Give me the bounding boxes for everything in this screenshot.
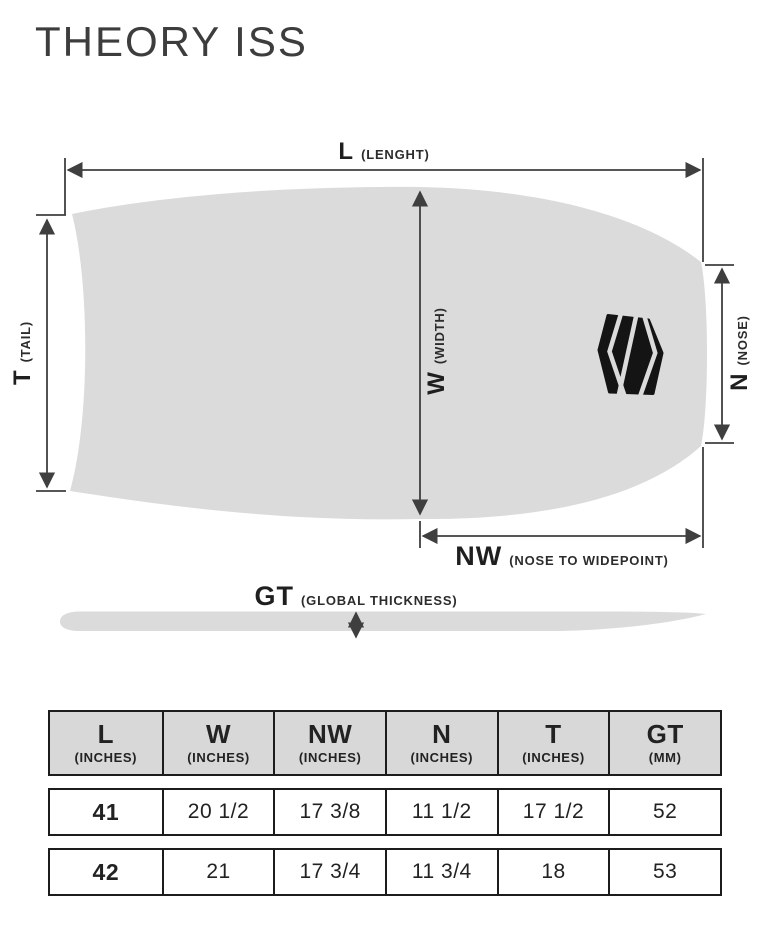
header-unit: (INCHES) [187,750,250,766]
length-desc: (LENGHT) [361,147,430,162]
cell-width: 21 [161,850,274,894]
nose-to-widepoint-desc: (NOSE TO WIDEPOINT) [509,553,669,568]
length-abbr: L [338,138,355,165]
global-thickness-abbr: GT [254,581,295,611]
column-header-n: N (INCHES) [384,712,497,774]
cell-nw: 17 3/4 [273,850,385,894]
table-row: 41 20 1/2 17 3/8 11 1/2 17 1/2 52 [48,788,722,836]
cell-nose: 11 3/4 [384,850,497,894]
board-side-profile [60,611,706,631]
nose-to-widepoint-arrow [419,447,704,548]
header-abbr: W [205,718,232,749]
nose-label: N (NOSE) [726,243,756,463]
tail-arrow [36,214,66,492]
cell-length: 41 [92,798,120,825]
header-abbr: T [545,718,562,749]
global-thickness-label: GT (GLOBAL THICKNESS) [176,581,536,611]
table-row: 42 21 17 3/4 11 3/4 18 53 [48,848,722,896]
header-unit: (INCHES) [298,750,362,766]
column-header-t: T (INCHES) [496,712,609,774]
width-label: W (WIDTH) [423,241,453,461]
length-arrow [64,158,704,262]
header-unit: (INCHES) [74,750,138,766]
cell-length: 42 [92,858,120,885]
sniper-emblem-icon [597,308,664,399]
cell-tail: 18 [496,850,609,894]
tail-desc: (TAIL) [18,320,33,363]
cell-tail: 17 1/2 [496,790,609,834]
length-label: L (LENGHT) [234,138,534,168]
cell-gt: 52 [608,790,720,834]
tail-abbr: T [9,369,36,386]
nose-arrow [705,264,734,444]
cell-width: 20 1/2 [161,790,274,834]
nose-to-widepoint-label: NW (NOSE TO WIDEPOINT) [392,541,732,571]
board-top-view [70,186,707,520]
nose-abbr: N [726,372,753,391]
cell-gt: 53 [608,850,720,894]
header-abbr: L [97,718,115,749]
header-unit: (INCHES) [410,750,474,766]
spec-table-header: L (INCHES) W (INCHES) NW (INCHES) N (INC… [48,710,722,776]
header-abbr: NW [307,718,353,749]
global-thickness-desc: (GLOBAL THICKNESS) [301,593,458,608]
page-title: THEORY ISS [35,18,308,65]
column-header-gt: GT (MM) [608,712,720,774]
column-header-l: L (INCHES) [50,712,162,774]
nose-desc: (NOSE) [735,315,750,366]
cell-nose: 11 1/2 [384,790,497,834]
width-abbr: W [423,371,450,395]
header-unit: (MM) [648,750,682,766]
header-unit: (INCHES) [522,750,585,766]
header-abbr: N [432,718,452,749]
nose-to-widepoint-abbr: NW [455,541,503,571]
column-header-nw: NW (INCHES) [273,712,385,774]
tail-label: T (TAIL) [9,243,39,463]
width-desc: (WIDTH) [432,307,447,365]
cell-nw: 17 3/8 [273,790,385,834]
column-header-w: W (INCHES) [161,712,274,774]
spec-table: L (INCHES) W (INCHES) NW (INCHES) N (INC… [48,710,722,896]
header-abbr: GT [646,718,684,749]
